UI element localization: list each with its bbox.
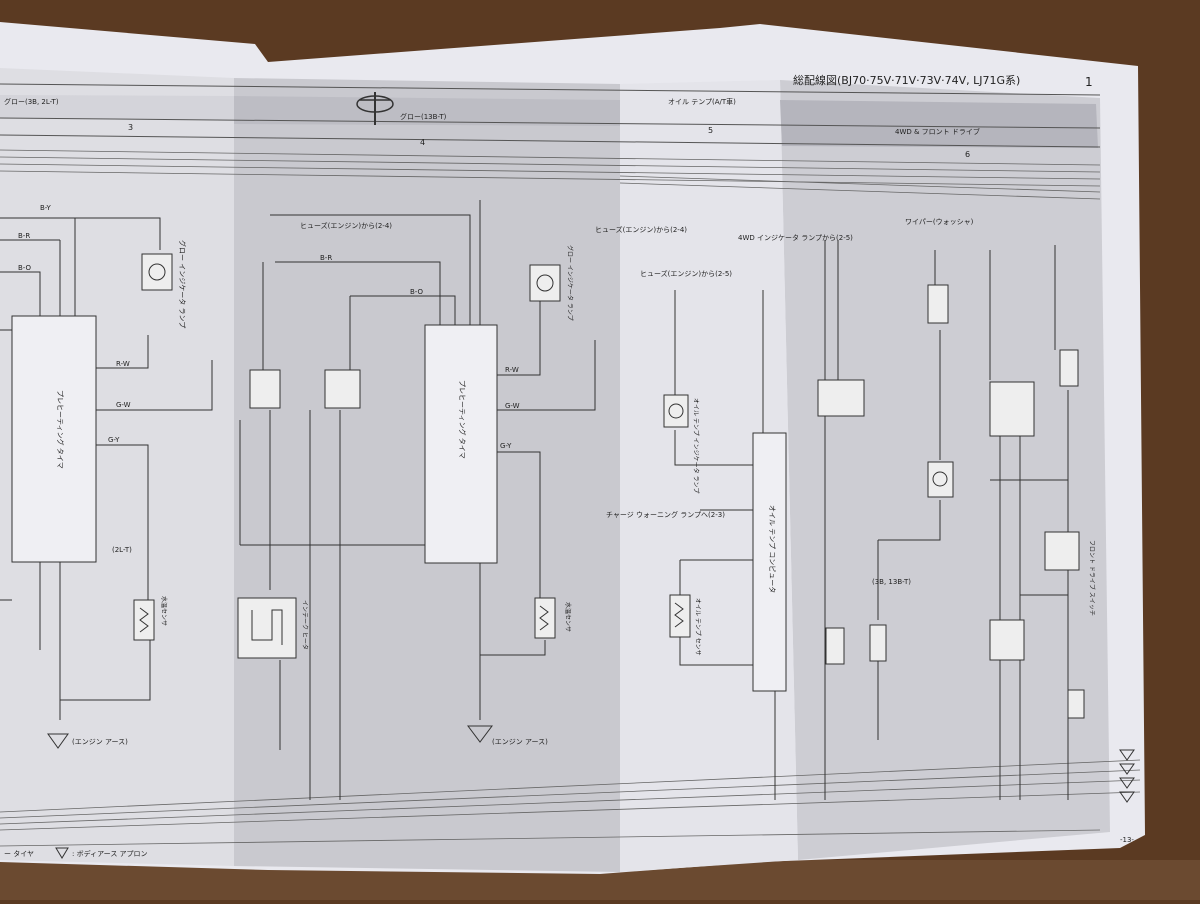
sensor-label: 水温センサ — [564, 602, 572, 632]
intake-relay-a-icon — [249, 369, 281, 409]
ground-label: (エンジン アース) — [492, 738, 548, 746]
glow-lamp-left-icon — [141, 253, 173, 291]
fuse-label: ヒューズ(エンジン)から(2-4) — [595, 225, 687, 234]
ground-icon — [467, 725, 493, 743]
front-drive-actuator-icon — [989, 619, 1025, 661]
wire-label: G-Y — [108, 436, 120, 444]
timer-label: プレヒーティング タイマ — [458, 380, 467, 459]
oil-sensor-icon — [669, 594, 691, 638]
preheat-timer-center — [424, 324, 498, 564]
section-label-center: グロー(13B-T) — [400, 112, 447, 121]
preheat-timer-left — [11, 315, 97, 563]
right-switch-icon — [1059, 349, 1079, 387]
heater-label: インテーク ヒータ — [301, 600, 309, 650]
wire-label: G-Y — [500, 442, 512, 450]
ground-label: (エンジン アース) — [72, 738, 128, 746]
ground-stack-icon — [1119, 749, 1135, 803]
fuse-label: ヒューズ(エンジン)から(2-4) — [300, 221, 392, 230]
wire-label: (3B, 13B-T) — [872, 578, 911, 586]
column-number-5: 5 — [708, 126, 713, 135]
wire-label: B-R — [18, 232, 30, 240]
wire-label: B-R — [320, 254, 332, 262]
wire-label: B-Y — [40, 204, 51, 212]
footer-left: ー タイヤ — [4, 849, 34, 858]
4wd-relay-icon — [817, 379, 865, 417]
section-label-oil: オイル テンプ(A/T車) — [668, 97, 736, 106]
oil-sensor-label: オイル テンプ センサ — [694, 598, 701, 656]
wire-label: B-O — [410, 288, 424, 296]
fuse-label: ヒューズ(エンジン)から(2-5) — [640, 269, 732, 278]
fuse-label: 4WD インジケータ ランプから(2-5) — [738, 233, 853, 242]
ground-legend-icon — [55, 847, 69, 859]
toyota-logo-icon — [356, 92, 394, 125]
bus-lines-top — [0, 149, 1101, 200]
page-number: -13- — [1120, 836, 1134, 844]
wire-label: R-W — [505, 366, 519, 374]
glow-lamp-center-icon — [529, 264, 561, 302]
water-sensor-center-icon — [534, 597, 556, 639]
bus-lines-bottom — [0, 759, 1141, 847]
front-drive-relay-b-icon — [1044, 531, 1080, 571]
section-label-right: 4WD & フロント ドライブ — [895, 127, 980, 136]
indicator-switch-icon — [869, 624, 887, 662]
4wd-switch-icon — [825, 627, 845, 665]
4wd-lamp-icon — [927, 461, 954, 498]
column-number-4: 4 — [420, 138, 425, 147]
oil-temp-computer — [752, 432, 787, 692]
column-number-6: 6 — [965, 150, 970, 159]
intake-relay-b-icon — [324, 369, 361, 409]
wire-label: G-W — [116, 401, 131, 409]
timer-label: プレヒーティング タイマ — [56, 390, 65, 469]
wire-label: G-W — [505, 402, 520, 410]
front-drive-label: フロント ドライブ スイッチ — [1088, 540, 1096, 616]
oil-computer-label: オイル テンプ コンピュータ — [768, 505, 777, 593]
wire-label: B-O — [18, 264, 32, 272]
sensor-label: 水温センサ — [160, 596, 168, 626]
glow-lamp-label: グロー インジケータ ランプ — [566, 245, 574, 321]
page-marker: 1 — [1085, 75, 1093, 89]
diode-icon — [1067, 689, 1085, 719]
glow-lamp-label: グロー インジケータ ランプ — [178, 240, 187, 328]
front-drive-relay-icon — [989, 381, 1035, 437]
diagram-title: 総配線図(BJ70·75V·71V·73V·74V, LJ71G系) — [793, 73, 1020, 87]
section-label-left: グロー(3B, 2L-T) — [4, 97, 59, 106]
wire-label: R-W — [116, 360, 130, 368]
oil-lamp-label: オイル テンプ インジケータ ランプ — [692, 398, 700, 493]
column-number-3: 3 — [128, 123, 133, 132]
water-sensor-left-icon — [133, 599, 155, 641]
charge-warning-label: チャージ ウォーニング ランプへ(2-3) — [606, 510, 725, 519]
footer-legend: : ボディアース アプロン — [72, 849, 148, 858]
wire-label: (2L-T) — [112, 546, 132, 554]
wiper-switch-icon — [927, 284, 949, 324]
oil-lamp-icon — [663, 394, 689, 428]
intake-heater-icon — [237, 597, 297, 659]
fuse-label: ワイパー(ウォッシャ) — [905, 218, 974, 226]
ground-icon — [47, 733, 69, 749]
